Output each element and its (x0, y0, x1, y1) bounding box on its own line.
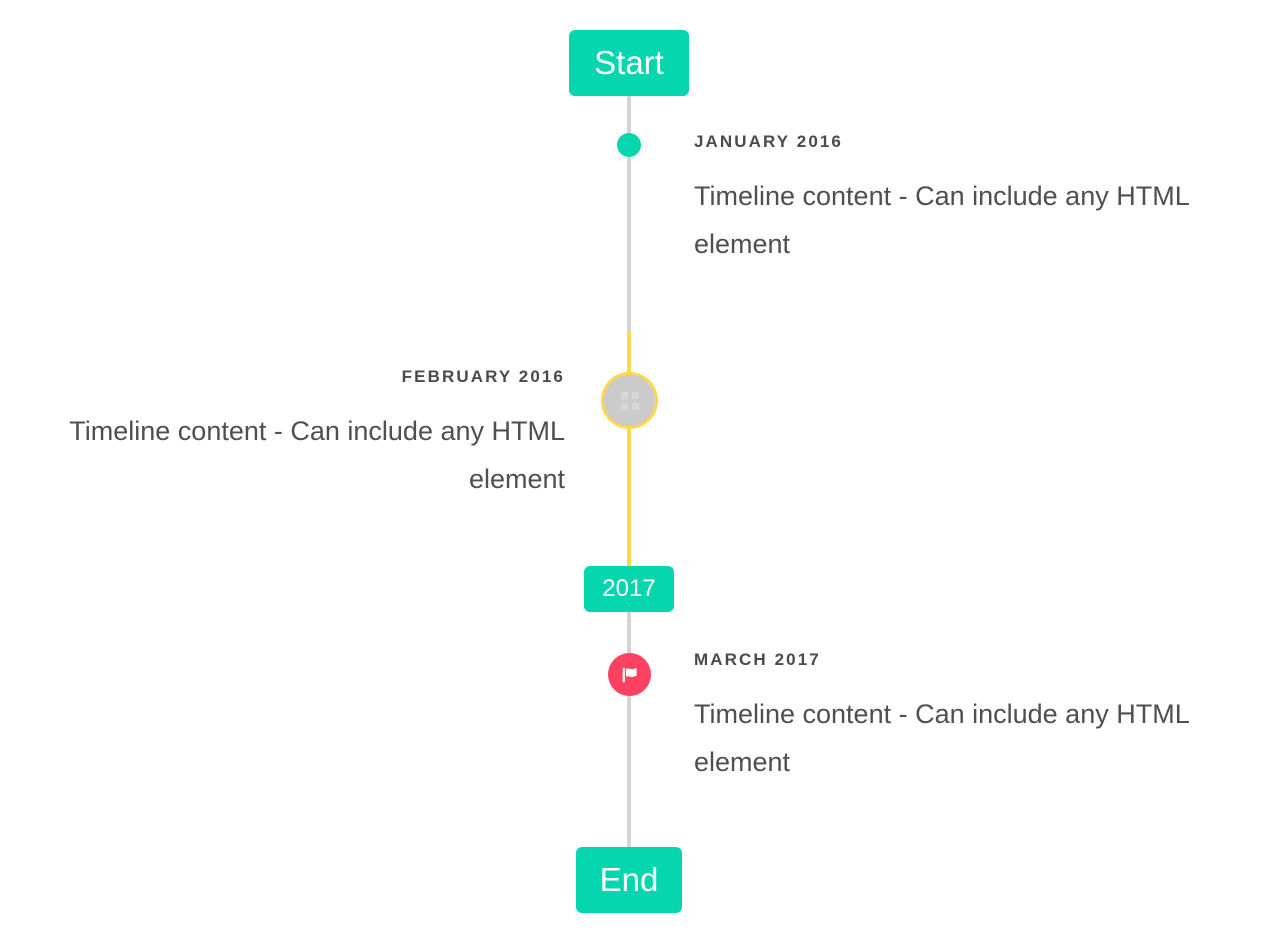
timeline-axis-segment-highlighted (627, 331, 631, 566)
timeline-entry-date: MARCH 2017 (694, 650, 821, 669)
timeline-entry-body: Timeline content - Can include any HTML … (694, 181, 1189, 259)
timeline-start-badge[interactable]: Start (569, 30, 689, 96)
timeline-end-badge[interactable]: End (576, 847, 682, 913)
flag-icon (622, 667, 637, 682)
timeline-entry-march-2017: MARCH 2017 Timeline content - Can includ… (694, 650, 1234, 786)
timeline-entry-date: JANUARY 2016 (694, 132, 843, 151)
timeline-marker-february-2016[interactable] (601, 372, 658, 429)
timeline-marker-january-2016[interactable] (617, 133, 641, 157)
timeline-entry-body: Timeline content - Can include any HTML … (69, 416, 565, 494)
timeline-axis-segment-top (627, 92, 631, 331)
timeline-end-badge-label: End (599, 861, 659, 898)
timeline-entry-january-2016: JANUARY 2016 Timeline content - Can incl… (694, 132, 1234, 268)
timeline-marker-march-2017[interactable] (608, 653, 651, 696)
timeline-axis-segment-bottom (627, 566, 631, 849)
timeline-entry-date: FEBRUARY 2016 (401, 367, 565, 386)
timeline-entry-february-2016: FEBRUARY 2016 Timeline content - Can inc… (20, 367, 565, 503)
grid-icon (620, 391, 639, 410)
timeline-period-badge-label: 2017 (602, 575, 656, 602)
timeline-period-badge-2017[interactable]: 2017 (584, 566, 674, 612)
timeline-entry-body: Timeline content - Can include any HTML … (694, 699, 1189, 777)
timeline-start-badge-label: Start (594, 44, 664, 81)
